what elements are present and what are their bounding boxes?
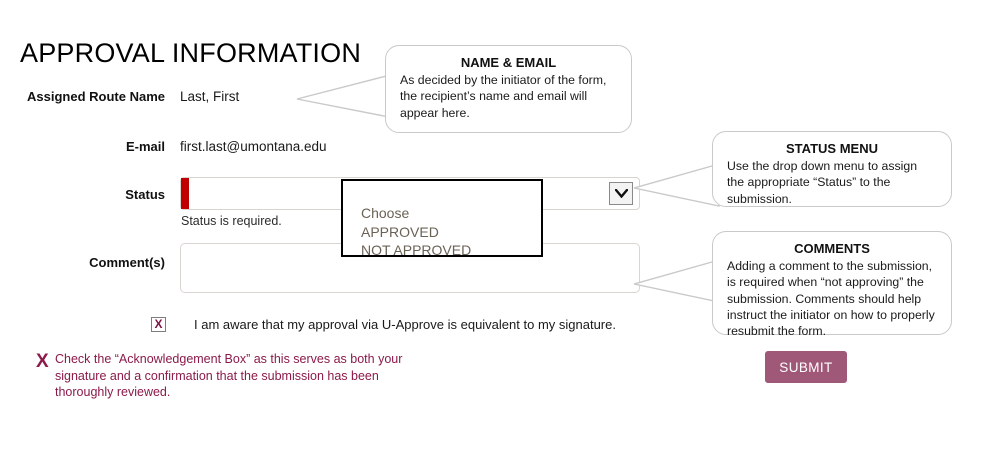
dropdown-option[interactable]: Choose	[361, 205, 410, 221]
callout-name-email: NAME & EMAIL As decided by the initiator…	[385, 45, 632, 133]
route-name-value: Last, First	[180, 89, 240, 104]
page-title: APPROVAL INFORMATION	[20, 38, 362, 68]
callout-tail-name-email	[296, 73, 395, 119]
callout-tail-status	[633, 163, 720, 207]
callout-body: Adding a comment to the submission, is r…	[727, 259, 935, 339]
callout-body: Use the drop down menu to assign the app…	[727, 159, 918, 206]
annotation-x-icon: X	[36, 351, 49, 372]
callout-title: STATUS MENU	[786, 141, 878, 156]
callout-status-menu: STATUS MENU Use the drop down menu to as…	[712, 131, 952, 207]
submit-button[interactable]: SUBMIT	[765, 351, 847, 383]
callout-tail-comments	[633, 259, 720, 303]
annotation-text: Check the “Acknowledgement Box” as this …	[55, 352, 403, 399]
callout-body: As decided by the initiator of the form,…	[400, 73, 607, 120]
callout-comments: COMMENTS Adding a comment to the submiss…	[712, 231, 952, 338]
route-name-label: Assigned Route Name	[27, 89, 165, 104]
callout-title: NAME & EMAIL	[460, 55, 557, 70]
email-label: E-mail	[125, 139, 165, 154]
email-value: first.last@umontana.edu	[180, 139, 327, 154]
acknowledgement-label: I am aware that my approval via U-Approv…	[194, 317, 616, 332]
status-error-message: Status is required.	[181, 214, 282, 228]
dropdown-option[interactable]: NOT APPROVED	[361, 242, 472, 258]
status-dropdown-list[interactable]: Choose APPROVED NOT APPROVED	[341, 179, 543, 258]
dropdown-option[interactable]: APPROVED	[361, 223, 439, 240]
callout-title: COMMENTS	[794, 241, 870, 256]
acknowledgement-checkbox[interactable]: X	[151, 317, 166, 332]
comments-label: Comment(s)	[89, 255, 165, 270]
required-indicator-bar	[181, 178, 189, 209]
chevron-down-icon[interactable]	[609, 182, 633, 205]
status-label: Status	[125, 187, 165, 202]
